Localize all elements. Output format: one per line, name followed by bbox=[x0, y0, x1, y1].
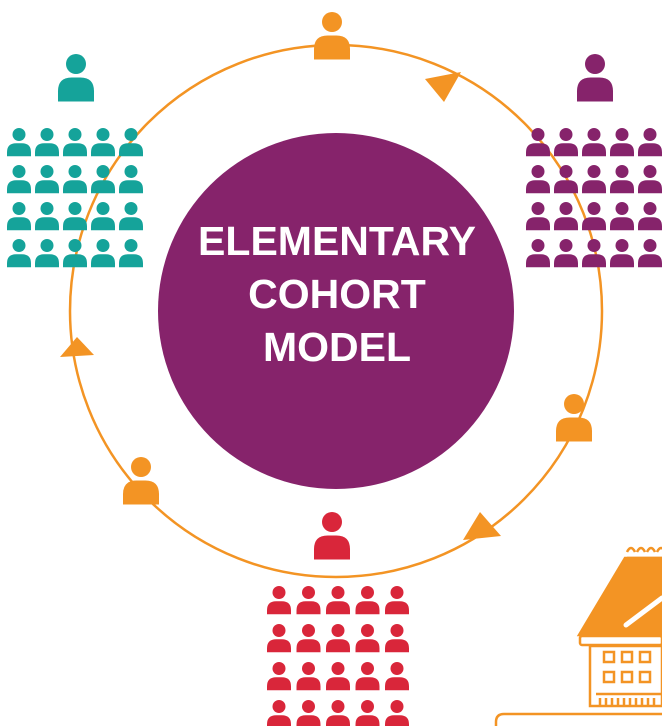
student-icon bbox=[119, 239, 143, 268]
student-icon bbox=[296, 624, 321, 653]
student-icon bbox=[385, 662, 409, 691]
student-icon bbox=[91, 165, 115, 194]
student-icon bbox=[63, 239, 87, 268]
student-icon bbox=[526, 165, 550, 194]
teacher-icon bbox=[314, 512, 350, 560]
student-icon bbox=[355, 662, 380, 691]
student-icon bbox=[296, 662, 321, 691]
student-icon bbox=[267, 586, 291, 615]
student-icon bbox=[63, 165, 87, 194]
title-line: COHORT bbox=[248, 271, 426, 317]
title-line: MODEL bbox=[262, 324, 412, 370]
student-icon bbox=[355, 700, 380, 726]
student-icon bbox=[638, 202, 662, 231]
student-icon bbox=[385, 624, 409, 653]
student-icon bbox=[35, 165, 59, 194]
student-icon bbox=[355, 624, 380, 653]
student-icon bbox=[35, 202, 59, 231]
student-icon bbox=[610, 202, 634, 231]
student-icon bbox=[119, 202, 143, 231]
teacher-icon bbox=[123, 457, 159, 505]
student-icon bbox=[610, 128, 634, 157]
student-icon bbox=[267, 700, 291, 726]
student-icon bbox=[7, 165, 31, 194]
student-icon bbox=[582, 165, 606, 194]
student-icon bbox=[35, 239, 59, 268]
student-icon bbox=[267, 662, 291, 691]
student-icon bbox=[91, 239, 115, 268]
teacher-icon bbox=[556, 394, 592, 442]
student-icon bbox=[582, 128, 606, 157]
student-icon bbox=[638, 165, 662, 194]
student-icon bbox=[296, 700, 321, 726]
diagram-title: ELEMENTARY COHORT MODEL bbox=[157, 215, 517, 374]
teacher-icon bbox=[577, 54, 613, 102]
student-icon bbox=[7, 128, 31, 157]
title-line: ELEMENTARY bbox=[198, 218, 476, 264]
teacher-icon bbox=[314, 12, 350, 60]
student-icon bbox=[554, 165, 578, 194]
student-icon bbox=[91, 202, 115, 231]
student-icon bbox=[119, 128, 143, 157]
teacher-icon bbox=[58, 54, 94, 102]
school-building-icon bbox=[494, 546, 662, 726]
student-icon bbox=[554, 202, 578, 231]
student-icon bbox=[582, 239, 606, 268]
student-icon bbox=[610, 239, 634, 268]
student-icon bbox=[385, 700, 409, 726]
student-icon bbox=[7, 239, 31, 268]
student-icon bbox=[326, 586, 350, 615]
student-icon bbox=[554, 239, 578, 268]
student-icon bbox=[326, 662, 350, 691]
student-icon bbox=[385, 586, 409, 615]
student-icon bbox=[326, 624, 350, 653]
student-icon bbox=[355, 586, 380, 615]
student-icon bbox=[35, 128, 59, 157]
student-icon bbox=[638, 128, 662, 157]
student-icon bbox=[63, 202, 87, 231]
student-icon bbox=[582, 202, 606, 231]
student-icon bbox=[91, 128, 115, 157]
student-icon bbox=[638, 239, 662, 268]
arrowhead-icon bbox=[425, 72, 461, 102]
student-icon bbox=[554, 128, 578, 157]
student-icon bbox=[63, 128, 87, 157]
student-icon bbox=[526, 239, 550, 268]
student-icon bbox=[296, 586, 321, 615]
center-circle bbox=[158, 133, 514, 489]
student-icon bbox=[526, 128, 550, 157]
student-icon bbox=[610, 165, 634, 194]
student-icon bbox=[7, 202, 31, 231]
arrowhead-icon bbox=[60, 337, 94, 357]
arrowhead-icon bbox=[463, 512, 501, 540]
student-icon bbox=[267, 624, 291, 653]
student-icon bbox=[326, 700, 350, 726]
student-icon bbox=[526, 202, 550, 231]
student-icon bbox=[119, 165, 143, 194]
